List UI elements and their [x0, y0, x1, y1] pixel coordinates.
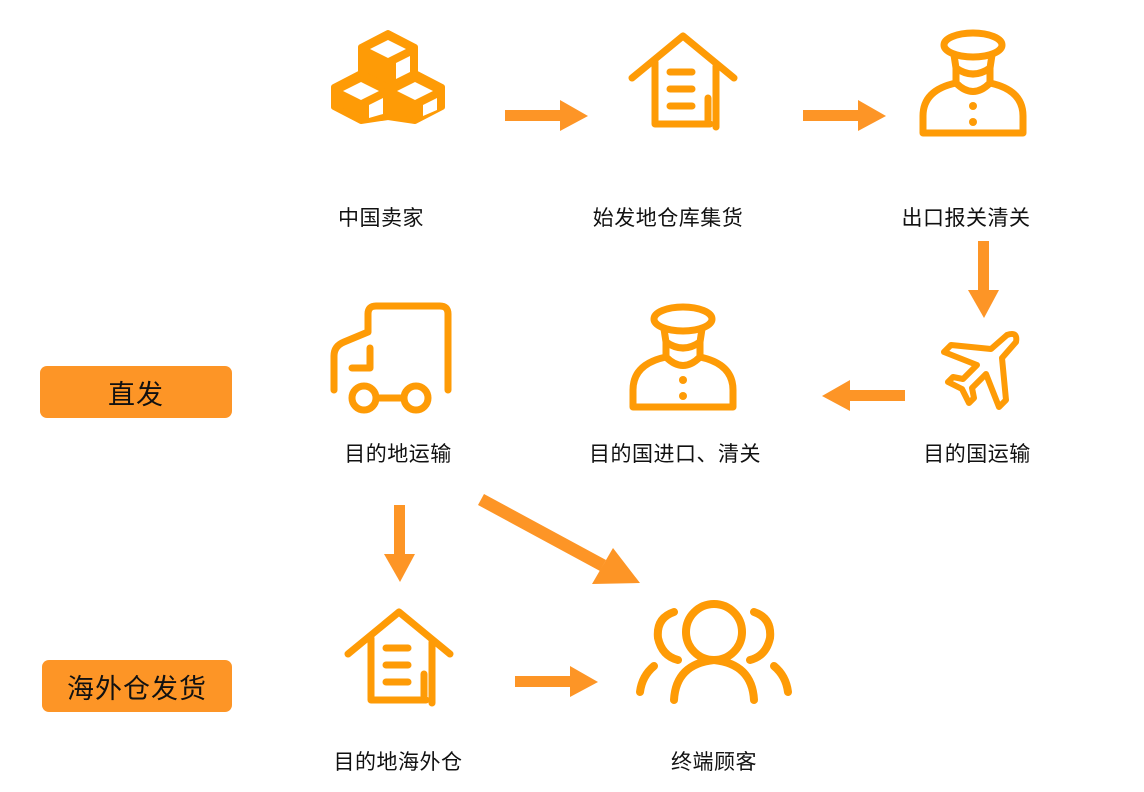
node-label-end-customers: 终端顾客 — [671, 750, 757, 774]
flow-arrow-down — [968, 241, 999, 318]
node-label-overseas-warehouse: 目的地海外仓 — [333, 750, 463, 774]
node-label-export-customs: 出口报关清关 — [901, 206, 1031, 230]
badge-label: 直发 — [108, 379, 164, 411]
customs-officer-icon — [629, 303, 737, 411]
flow-arrow-right — [515, 666, 598, 697]
node-label-origin-warehouse: 始发地仓库集货 — [592, 206, 744, 230]
truck-icon — [330, 302, 452, 414]
node-label-destination-import-customs: 目的国进口、清关 — [589, 442, 761, 466]
badge-label: 海外仓发货 — [67, 673, 207, 705]
warehouse-icon — [344, 608, 454, 707]
flow-arrow-right — [505, 100, 588, 131]
direct-shipping-badge: 直发 — [40, 366, 232, 418]
overseas-warehouse-badge: 海外仓发货 — [42, 660, 232, 712]
customers-icon — [636, 600, 792, 704]
flow-arrow-left — [822, 380, 905, 411]
node-label-china-seller: 中国卖家 — [338, 206, 424, 230]
flow-arrow-diagonal — [478, 494, 640, 584]
flow-arrow-down — [384, 505, 415, 582]
boxes-icon — [331, 30, 445, 124]
node-label-destination-local-transport: 目的地运输 — [344, 442, 452, 466]
warehouse-icon — [628, 32, 738, 131]
node-label-destination-country-transport: 目的国运输 — [923, 442, 1031, 466]
flow-arrow-right — [803, 100, 886, 131]
customs-officer-icon — [919, 29, 1027, 137]
airplane-icon — [941, 330, 1020, 410]
